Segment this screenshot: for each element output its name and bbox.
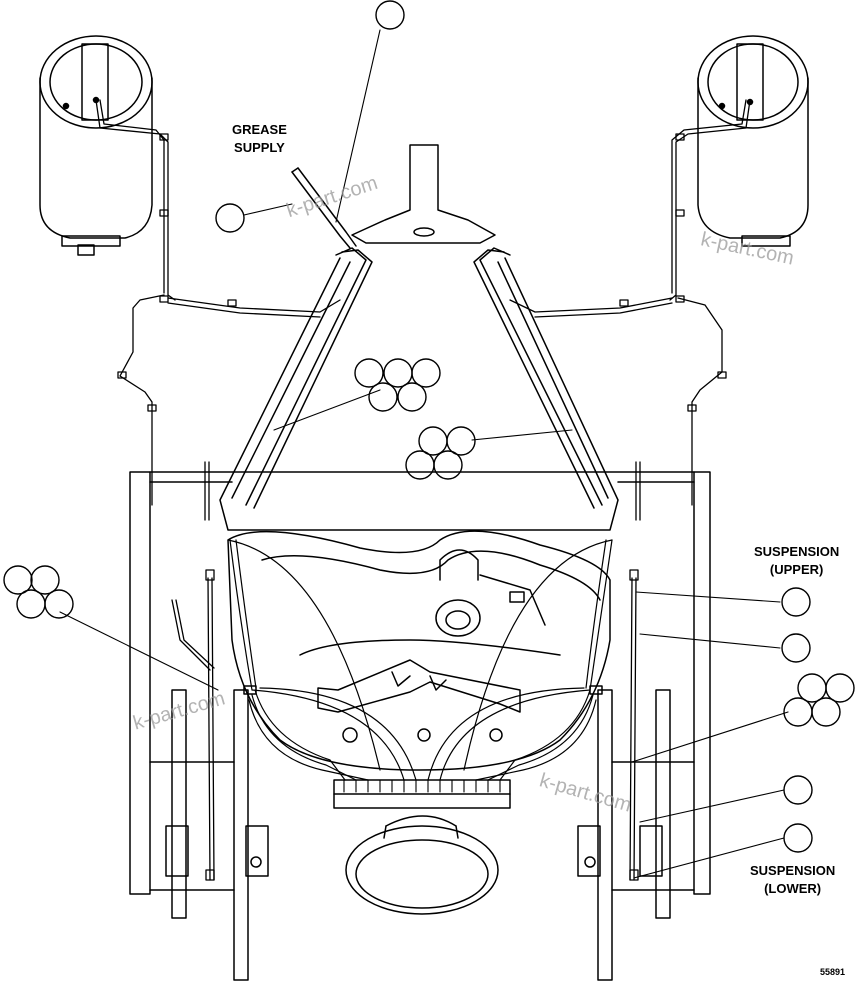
frame-rails <box>129 471 711 981</box>
a-frame-body <box>219 144 619 531</box>
callout-left-group-2 <box>383 358 413 388</box>
callout-right-group-4 <box>433 450 463 480</box>
suspension-lower-line-1: SUSPENSION <box>750 863 836 878</box>
callout-far-left-2 <box>30 565 60 595</box>
rear-housing <box>227 530 611 771</box>
suspension-upper-line-2: (UPPER) <box>769 562 824 577</box>
grease-supply-hose <box>291 167 357 249</box>
suspension-upper-label: SUSPENSION (UPPER) <box>754 543 839 579</box>
callout-left-group-4 <box>368 382 398 412</box>
callout-right-group-d <box>811 697 841 727</box>
callout-left-group-1 <box>354 358 384 388</box>
suspension-lower-line-2: (LOWER) <box>764 881 822 896</box>
callout-far-left-1 <box>3 565 33 595</box>
figure-number: 55891 <box>819 967 845 977</box>
callout-right-group-3 <box>405 450 435 480</box>
callout-lower-right-1 <box>783 775 813 805</box>
supply-lines <box>95 99 751 506</box>
callout-top <box>375 0 405 30</box>
callout-left-group-5 <box>397 382 427 412</box>
pivot-ring <box>345 815 499 915</box>
callout-far-left-3 <box>16 589 46 619</box>
distribution-manifold <box>227 539 613 809</box>
callout-right-group-a <box>797 673 827 703</box>
leader-lines <box>59 29 789 879</box>
callout-left-group-3 <box>411 358 441 388</box>
callout-grease <box>215 203 245 233</box>
callout-far-left-4 <box>44 589 74 619</box>
suspension-upper-line-1: SUSPENSION <box>754 544 840 559</box>
grease-supply-line-2: SUPPLY <box>234 140 285 155</box>
suspension-lower-label: SUSPENSION (LOWER) <box>750 862 835 898</box>
grease-supply-label: GREASE SUPPLY <box>232 121 287 157</box>
callout-circles <box>3 0 855 853</box>
callout-suspension-upper <box>781 587 811 617</box>
right-grease-reservoir <box>697 35 809 247</box>
callout-mid-right <box>781 633 811 663</box>
left-grease-reservoir <box>39 35 153 256</box>
callout-right-group-b <box>825 673 855 703</box>
suspension-lines <box>171 461 641 881</box>
grease-supply-line-1: GREASE <box>232 122 287 137</box>
callout-suspension-lower <box>783 823 813 853</box>
callout-right-group-2 <box>446 426 476 456</box>
